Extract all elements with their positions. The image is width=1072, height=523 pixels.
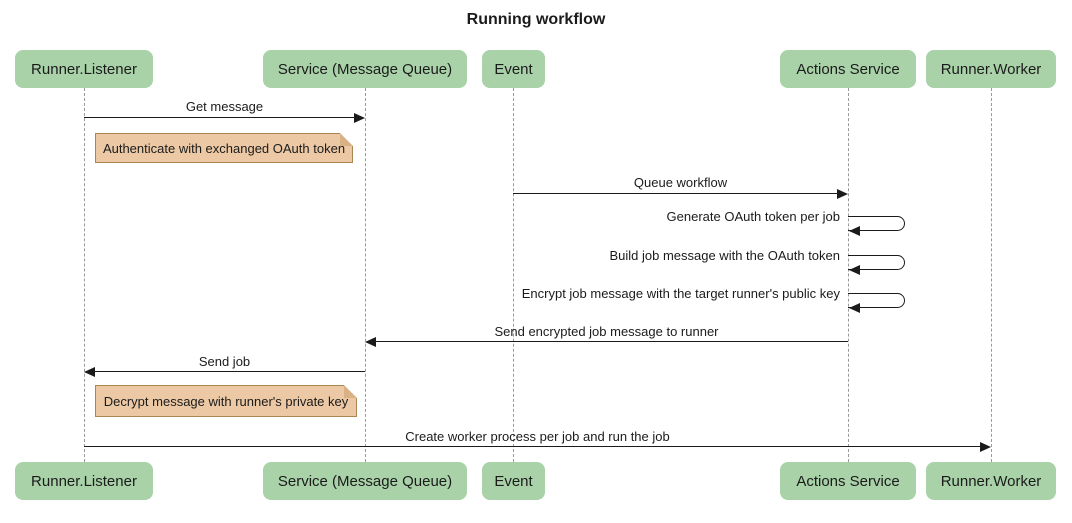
actor-runner-listener-top: Runner.Listener <box>15 50 153 88</box>
message-line-create-worker-process <box>84 446 986 447</box>
message-label-get-message: Get message <box>185 99 264 114</box>
actor-runner-worker-bottom: Runner.Worker <box>926 462 1056 500</box>
actor-event-top: Event <box>482 50 545 88</box>
arrowhead-send-job <box>84 367 95 377</box>
message-label-generate-oauth-token: Generate OAuth token per job <box>666 209 840 224</box>
arrowhead-build-job-message <box>849 265 860 275</box>
lifeline-runner-listener <box>84 88 85 462</box>
actor-runner-listener-bottom: Runner.Listener <box>15 462 153 500</box>
arrowhead-encrypt-job-message <box>849 303 860 313</box>
actor-actions-service-top: Actions Service <box>780 50 916 88</box>
message-label-send-encrypted-job-message: Send encrypted job message to runner <box>494 324 719 339</box>
self-loop-encrypt-job-message <box>848 293 905 308</box>
message-line-queue-workflow <box>513 193 843 194</box>
lifeline-actions-service <box>848 88 849 462</box>
message-label-encrypt-job-message: Encrypt job message with the target runn… <box>521 286 840 301</box>
actor-event-bottom: Event <box>482 462 545 500</box>
arrowhead-create-worker-process <box>980 442 991 452</box>
message-line-send-job <box>89 371 365 372</box>
actor-service-message-queue-bottom: Service (Message Queue) <box>263 462 467 500</box>
message-label-create-worker-process: Create worker process per job and run th… <box>405 429 670 444</box>
self-loop-build-job-message <box>848 255 905 270</box>
actor-runner-worker-top: Runner.Worker <box>926 50 1056 88</box>
message-label-build-job-message: Build job message with the OAuth token <box>609 248 840 263</box>
message-line-send-encrypted-job-message <box>370 341 848 342</box>
message-label-queue-workflow: Queue workflow <box>633 175 728 190</box>
lifeline-runner-worker <box>991 88 992 462</box>
actor-actions-service-bottom: Actions Service <box>780 462 916 500</box>
arrowhead-generate-oauth-token <box>849 226 860 236</box>
arrowhead-queue-workflow <box>837 189 848 199</box>
message-line-get-message <box>84 117 360 118</box>
message-label-send-job: Send job <box>198 354 251 369</box>
self-loop-generate-oauth-token <box>848 216 905 231</box>
arrowhead-send-encrypted-job-message <box>365 337 376 347</box>
arrowhead-get-message <box>354 113 365 123</box>
lifeline-service-message-queue <box>365 88 366 462</box>
actor-service-message-queue-top: Service (Message Queue) <box>263 50 467 88</box>
note-authenticate-oauth: Authenticate with exchanged OAuth token <box>95 133 353 163</box>
diagram-title: Running workflow <box>466 11 606 28</box>
lifeline-event <box>513 88 514 462</box>
note-decrypt-message: Decrypt message with runner's private ke… <box>95 385 357 417</box>
